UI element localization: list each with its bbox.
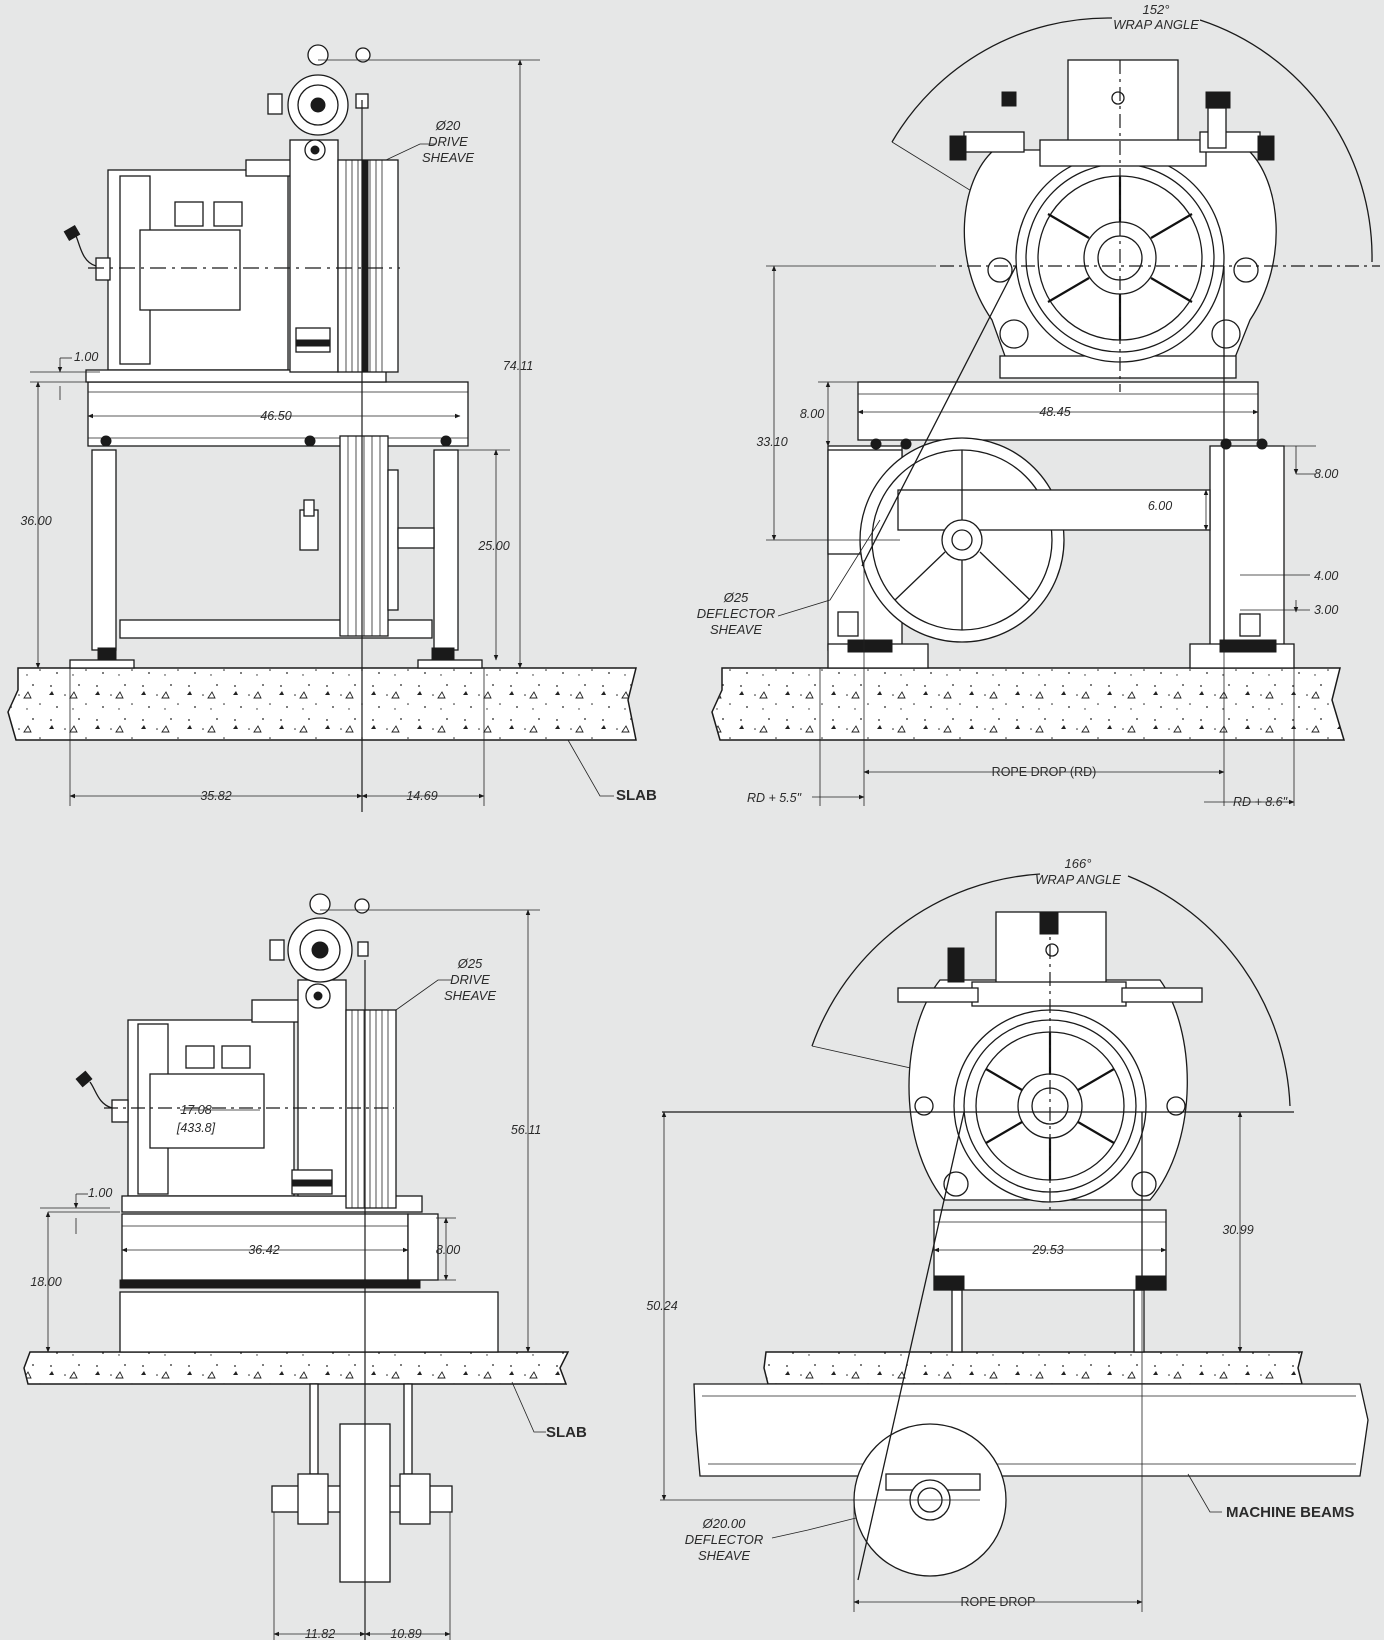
dim-1-00-bottom-left: 1.00 <box>88 1186 112 1200</box>
view-top-right: 152° WRAP ANGLE 8.00 48.45 33.10 8.00 6.… <box>697 2 1380 809</box>
dim-36-42: 36.42 <box>248 1243 279 1257</box>
view-bottom-right: 166° WRAP ANGLE 30.99 29.53 50.24 Ø20.00… <box>646 856 1369 1612</box>
view-top-left: Ø20 DRIVE SHEAVE 1.00 46.50 74.11 36.00 … <box>7 44 657 812</box>
rope-drop-label: ROPE DROP <box>960 1595 1035 1609</box>
drive-sheave-callout-bl-line3: SHEAVE <box>444 988 496 1003</box>
dim-74-11: 74.11 <box>503 359 533 373</box>
wrap-angle-arc-top-right <box>891 17 1113 143</box>
support-beams-bottom-left <box>271 1383 453 1583</box>
rd-plus-5-5-label: RD + 5.5" <box>747 791 802 805</box>
dimensions-top-right <box>766 265 1316 806</box>
rope-left-bottom-right <box>857 1111 965 1581</box>
motor-bottom-left <box>75 999 423 1213</box>
wrap-angle-152-value: 152° <box>1143 2 1170 17</box>
drive-sheave-callout-bl-line1: Ø25 <box>457 956 483 971</box>
slab-top-right <box>711 667 1346 741</box>
deflector-callout-br-line1: Ø20.00 <box>702 1516 746 1531</box>
dim-8-00-top-right-a: 8.00 <box>800 407 824 421</box>
dim-4-00: 4.00 <box>1314 569 1338 583</box>
rope-left-top-right <box>861 265 1017 567</box>
slab-bottom-left <box>23 1351 570 1385</box>
dimensions-bottom-left <box>40 909 546 1640</box>
dim-29-53: 29.53 <box>1031 1243 1063 1257</box>
drive-sheave-callout-line1: Ø20 <box>435 118 461 133</box>
drive-sheave-assembly-bottom-left <box>269 893 397 1209</box>
dim-6-00: 6.00 <box>1148 499 1172 513</box>
dimensions-top-left <box>30 59 614 806</box>
dim-36-00: 36.00 <box>20 514 51 528</box>
dim-56-11: 56.11 <box>511 1123 541 1137</box>
dim-11-82: 11.82 <box>305 1627 335 1640</box>
dim-14-69: 14.69 <box>406 789 437 803</box>
dim-3-00: 3.00 <box>1314 603 1338 617</box>
dim-1-00-top-left: 1.00 <box>74 350 98 364</box>
deflector-callout-br-line2: DEFLECTOR <box>685 1532 764 1547</box>
traction-machine-top-right <box>949 59 1277 379</box>
wrap-angle-152-label: WRAP ANGLE <box>1113 17 1199 32</box>
dim-30-99: 30.99 <box>1222 1223 1253 1237</box>
deflector-callout-br-line3: SHEAVE <box>698 1548 750 1563</box>
slab-top-left <box>7 667 637 741</box>
deflector-sheave-top-right <box>859 437 1211 643</box>
wrap-angle-arc-bottom-right <box>811 873 1041 1047</box>
drive-sheave-assembly-top-left <box>267 44 399 373</box>
motor-top-left <box>63 159 387 383</box>
view-bottom-left: Ø25 DRIVE SHEAVE 17.08 [433.8] 1.00 56.1… <box>23 893 587 1640</box>
slab-label-top-left: SLAB <box>616 787 657 804</box>
dim-33-10: 33.10 <box>756 435 787 449</box>
inner-label-17-08: 17.08 <box>180 1103 211 1117</box>
ropes-top-left <box>299 435 435 637</box>
machine-beams <box>693 1383 1369 1477</box>
dim-25-00: 25.00 <box>477 539 509 553</box>
drive-sheave-callout-bl-line2: DRIVE <box>450 972 490 987</box>
rd-plus-8-6-label: RD + 8.6" <box>1233 795 1288 809</box>
deflector-callout-line1: Ø25 <box>723 590 749 605</box>
dim-48-45: 48.45 <box>1039 405 1070 419</box>
deflector-callout-line3: SHEAVE <box>710 622 762 637</box>
slab-bottom-right <box>763 1351 1303 1385</box>
wrap-angle-166-label: WRAP ANGLE <box>1035 872 1121 887</box>
dim-35-82: 35.82 <box>200 789 231 803</box>
inner-label-433-8: [433.8] <box>176 1121 216 1135</box>
dim-46-50: 46.50 <box>260 409 291 423</box>
dim-18-00: 18.00 <box>30 1275 61 1289</box>
dim-8-00-bottom-left: 8.00 <box>436 1243 460 1257</box>
rope-drop-rd-label: ROPE DROP (RD) <box>992 765 1097 779</box>
dim-10-89: 10.89 <box>390 1627 421 1640</box>
drive-sheave-callout-line2: DRIVE <box>428 134 468 149</box>
drive-sheave-callout-line3: SHEAVE <box>422 150 474 165</box>
dimensions-bottom-right <box>660 1111 1243 1612</box>
machine-frame-top-left <box>69 381 483 669</box>
deflector-callout-line2: DEFLECTOR <box>697 606 776 621</box>
machine-beams-label: MACHINE BEAMS <box>1226 1504 1354 1521</box>
slab-label-bottom-left: SLAB <box>546 1424 587 1441</box>
dim-50-24: 50.24 <box>646 1299 677 1313</box>
wrap-angle-166-value: 166° <box>1065 856 1092 871</box>
dim-8-00-top-right-b: 8.00 <box>1314 467 1338 481</box>
concrete-plinth <box>119 1291 499 1353</box>
